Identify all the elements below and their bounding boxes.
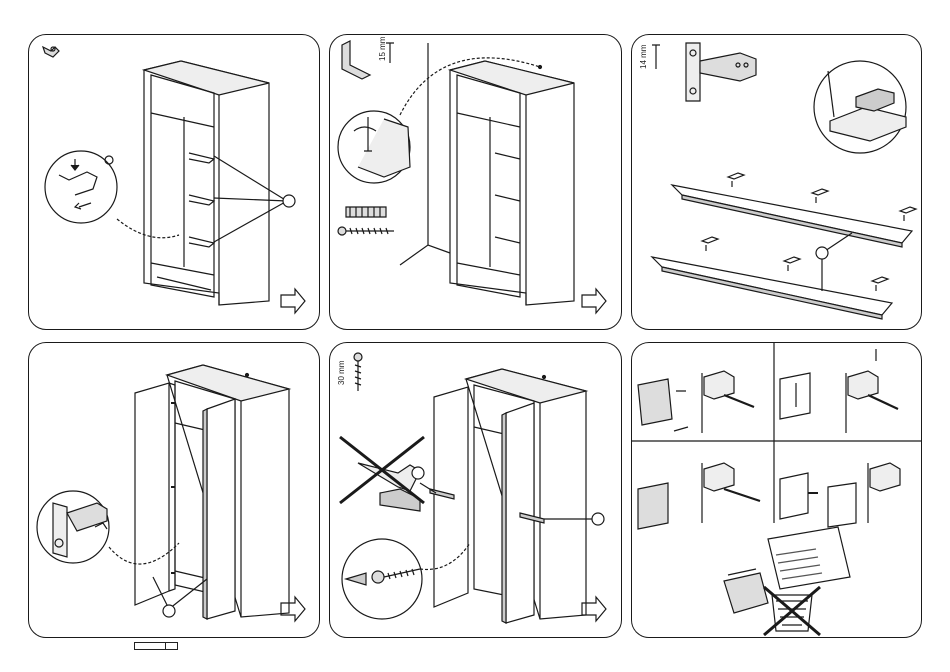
screw-length-label: 30 mm bbox=[337, 360, 346, 385]
screw-length-label: 15 mm bbox=[378, 36, 387, 61]
recycle-bin-icon bbox=[724, 569, 768, 613]
screw-length-label: 14 mm bbox=[639, 44, 648, 69]
pointer-circle-icon bbox=[163, 605, 175, 617]
hinge-icon bbox=[686, 43, 756, 101]
door-panel-lower bbox=[652, 257, 892, 319]
trash-prohibited-icon bbox=[764, 587, 820, 635]
adjust-side-cell bbox=[638, 463, 760, 529]
bracket-icon bbox=[342, 41, 370, 79]
door-right bbox=[203, 399, 235, 619]
page-marker bbox=[134, 642, 178, 650]
next-arrow-icon bbox=[281, 289, 305, 313]
pointer-circle-icon bbox=[592, 513, 604, 525]
step-panel-6 bbox=[631, 342, 922, 638]
instruction-booklet-icon bbox=[768, 527, 850, 589]
adjust-height-cell bbox=[780, 349, 898, 433]
screw-30mm-icon bbox=[354, 353, 362, 391]
detail-circle bbox=[338, 111, 410, 183]
step-panel-4 bbox=[28, 342, 320, 638]
wall-plug-icon bbox=[346, 207, 386, 217]
step-panel-3: 14 mm bbox=[631, 34, 922, 330]
detail-circle bbox=[814, 61, 906, 153]
step-panel-1 bbox=[28, 34, 320, 330]
pointer-circle-icon bbox=[283, 195, 295, 207]
cabinet-drawing bbox=[144, 61, 269, 305]
shelf-pin-icon bbox=[43, 47, 59, 57]
adjust-cover-cell bbox=[780, 463, 900, 527]
cabinet-drawing bbox=[450, 61, 574, 305]
door-left bbox=[135, 383, 175, 605]
step-panel-5: 30 mm bbox=[329, 342, 622, 638]
pointer-circle-icon bbox=[816, 247, 828, 259]
drill-prohibited-icon bbox=[340, 437, 424, 511]
next-arrow-icon bbox=[582, 289, 606, 313]
door-panel-upper bbox=[672, 185, 912, 247]
adjust-depth-cell bbox=[638, 371, 754, 433]
wall-screw-icon bbox=[338, 227, 394, 235]
door-right bbox=[502, 403, 534, 623]
step-panel-2: 15 mm bbox=[329, 34, 622, 330]
